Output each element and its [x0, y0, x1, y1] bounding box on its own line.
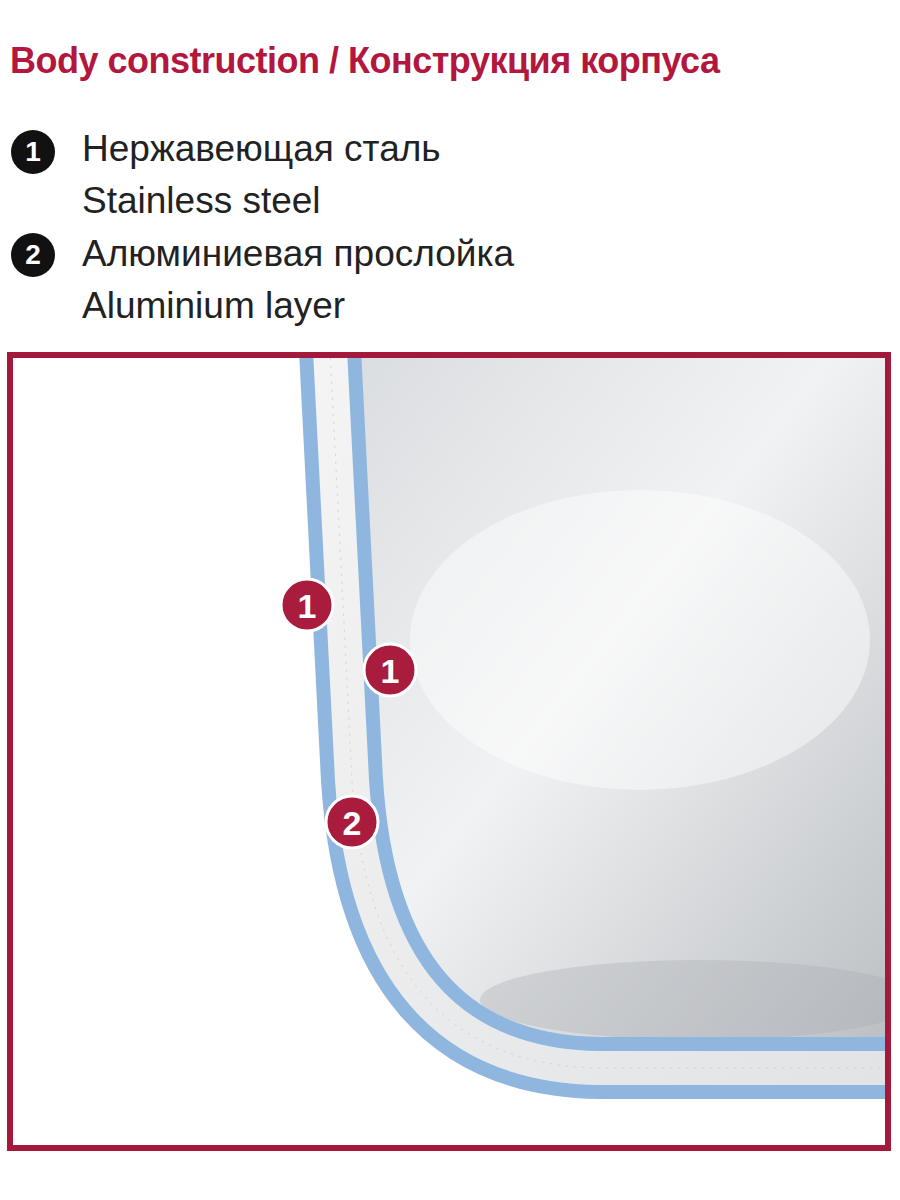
callout-number: 2 [343, 806, 362, 840]
legend-text: Aluminium layer [82, 285, 345, 327]
callout-marker [326, 796, 378, 848]
callout-number: 1 [381, 654, 400, 688]
legend-marker [11, 130, 55, 174]
callout-number: 1 [298, 589, 317, 623]
legend-text: Алюминиевая прослойка [82, 233, 514, 275]
legend-number: 2 [25, 241, 41, 269]
callout-marker [364, 644, 416, 696]
title: Body construction / Конструкция корпуса [10, 40, 720, 82]
callout-marker [281, 579, 333, 631]
interior-highlight [410, 490, 870, 790]
aluminium-texture [330, 358, 885, 1068]
interior-shadow [480, 960, 885, 1040]
legend-text: Нержавеющая сталь [82, 128, 441, 170]
aluminium-layer [330, 358, 885, 1068]
steel-layers [330, 358, 885, 1068]
legend-marker [11, 233, 55, 277]
legend-number: 1 [25, 138, 41, 166]
legend-text: Stainless steel [82, 180, 321, 222]
